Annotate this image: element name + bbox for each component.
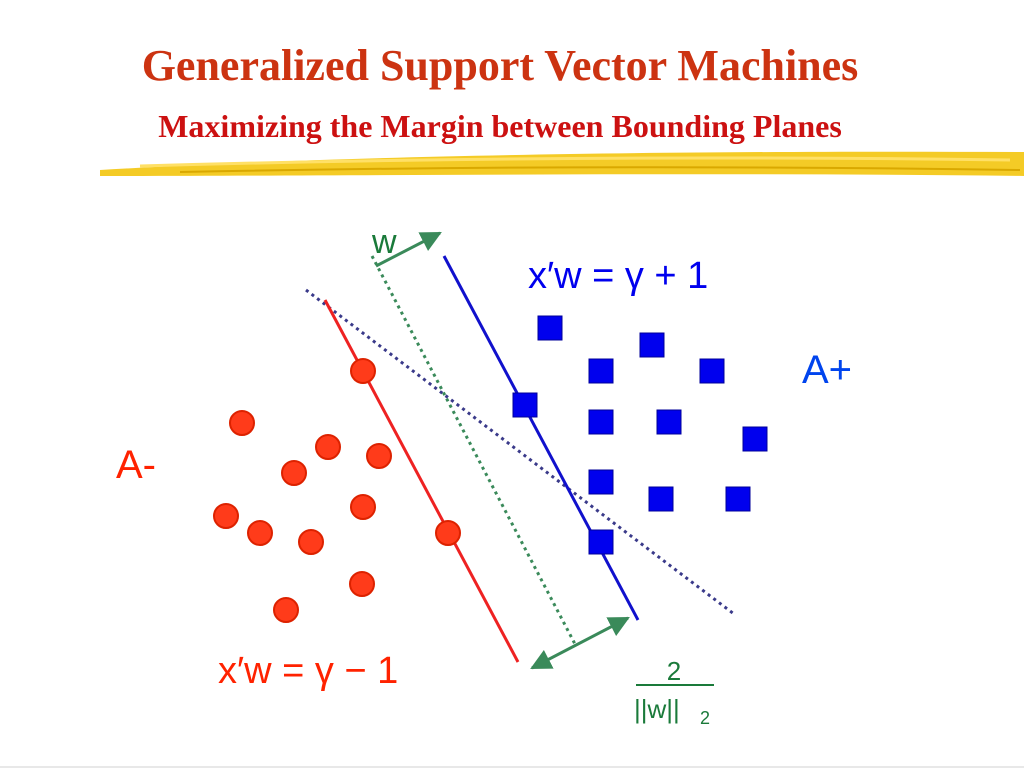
- point-plus: [588, 469, 614, 495]
- margin-denominator: ||w||: [634, 694, 680, 724]
- point-plus: [588, 358, 614, 384]
- slide-bottom-rule: [0, 766, 1024, 768]
- point-minus: [435, 520, 461, 546]
- point-minus: [315, 434, 341, 460]
- point-plus: [512, 392, 538, 418]
- point-minus: [247, 520, 273, 546]
- title-underline-stroke: [100, 151, 1024, 176]
- slide-subtitle: Maximizing the Margin between Bounding P…: [158, 108, 842, 144]
- point-plus: [742, 426, 768, 452]
- point-minus: [298, 529, 324, 555]
- class-minus-points: [213, 358, 461, 623]
- class-minus-label: A-: [116, 443, 156, 487]
- point-minus: [366, 443, 392, 469]
- point-plus: [725, 486, 751, 512]
- normal-vector-w-arrow: [375, 231, 442, 268]
- point-plus: [639, 332, 665, 358]
- point-plus: [588, 409, 614, 435]
- point-minus: [350, 358, 376, 384]
- bounding-plane-plus: [442, 255, 640, 621]
- point-minus: [229, 410, 255, 436]
- margin-numerator: 2: [667, 656, 681, 686]
- point-minus: [349, 571, 375, 597]
- dotted-reference-line: [305, 288, 735, 616]
- point-minus: [281, 460, 307, 486]
- point-plus: [648, 486, 674, 512]
- w-label: w: [371, 223, 397, 261]
- class-plus-label: A+: [802, 348, 852, 392]
- point-plus: [537, 315, 563, 341]
- class-plus-points: [512, 315, 768, 555]
- slide-title: Generalized Support Vector Machines: [141, 41, 859, 90]
- point-plus: [699, 358, 725, 384]
- point-plus: [656, 409, 682, 435]
- margin-subscript: 2: [700, 708, 710, 728]
- margin-double-arrow: [530, 616, 630, 670]
- point-plus: [588, 529, 614, 555]
- plane-minus-equation: x′w = γ − 1: [218, 650, 398, 692]
- point-minus: [350, 494, 376, 520]
- plane-plus-equation: x′w = γ + 1: [528, 255, 708, 297]
- point-minus: [273, 597, 299, 623]
- separating-plane: [370, 255, 578, 647]
- point-minus: [213, 503, 239, 529]
- margin-fraction: 2 ||w|| 2: [634, 656, 714, 728]
